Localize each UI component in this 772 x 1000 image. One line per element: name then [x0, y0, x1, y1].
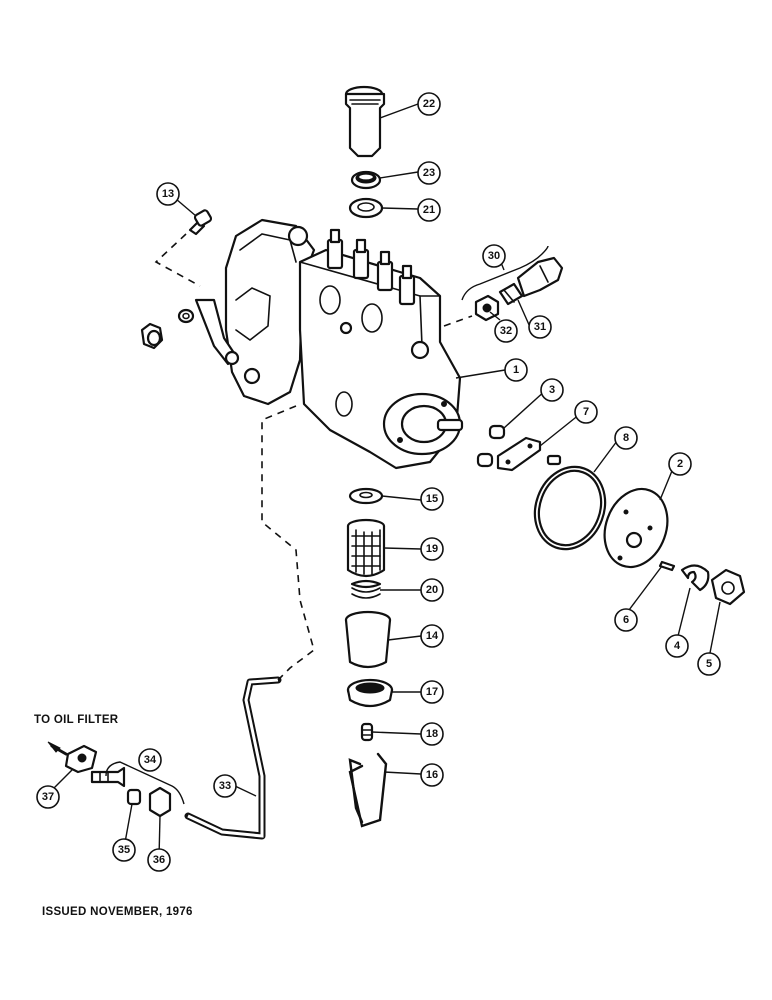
callout-30: 30 [482, 244, 506, 268]
svg-text:19: 19 [426, 543, 438, 555]
svg-text:33: 33 [219, 780, 231, 792]
part-14-sediment-bowl [344, 610, 392, 669]
svg-text:7: 7 [583, 406, 589, 418]
part-34-connector [90, 766, 126, 788]
callout-35: 35 [112, 838, 136, 862]
callout-36: 36 [147, 848, 171, 872]
part-31-fitting [498, 282, 524, 306]
callout-15: 15 [420, 487, 444, 511]
svg-text:4: 4 [674, 640, 681, 652]
callout-5: 5 [697, 652, 721, 676]
svg-text:18: 18 [426, 728, 438, 740]
dashed-line-33 [261, 405, 315, 681]
svg-text:20: 20 [426, 584, 438, 596]
callout-7: 7 [574, 400, 598, 424]
lever-washer [177, 308, 195, 324]
callout-33: 33 [213, 774, 237, 798]
svg-text:31: 31 [534, 321, 546, 333]
callout-6: 6 [614, 608, 638, 632]
svg-text:34: 34 [144, 754, 157, 766]
part-34-bracket [105, 761, 185, 805]
part-7-screw [546, 454, 562, 466]
svg-text:36: 36 [153, 854, 165, 866]
svg-text:17: 17 [426, 686, 438, 698]
svg-text:2: 2 [677, 458, 683, 470]
svg-text:1: 1 [513, 364, 519, 376]
svg-text:22: 22 [423, 98, 435, 110]
callout-22: 22 [417, 92, 441, 116]
part-16-bail [348, 752, 388, 828]
leader-lines [47, 103, 721, 859]
svg-text:3: 3 [549, 384, 555, 396]
callout-2: 2 [668, 452, 692, 476]
part-8-o-ring [533, 465, 607, 551]
dashed-line-32 [443, 315, 473, 327]
part-7-plate [496, 436, 542, 472]
svg-text:23: 23 [423, 167, 435, 179]
svg-text:14: 14 [426, 630, 439, 642]
part-5-nut [710, 568, 746, 606]
callout-23: 23 [417, 161, 441, 185]
issued-date-label: ISSUED NOVEMBER, 1976 [42, 906, 193, 918]
callout-3: 3 [540, 378, 564, 402]
svg-text:5: 5 [706, 658, 712, 670]
part-2-flange-plate [603, 487, 669, 569]
injection-pump-body [224, 218, 464, 470]
part-35-sleeve [126, 788, 142, 806]
part-23-seal-ring [350, 170, 382, 190]
callout-16: 16 [420, 763, 444, 787]
callout-32: 32 [494, 319, 518, 343]
svg-text:32: 32 [500, 325, 512, 337]
part-17-retaining-nut [346, 678, 394, 708]
part-15-washer [348, 487, 384, 505]
callout-17: 17 [420, 680, 444, 704]
svg-text:37: 37 [42, 791, 54, 803]
svg-text:15: 15 [426, 493, 438, 505]
part-19-filter-element [346, 518, 386, 578]
delivery-valve-holders [326, 228, 416, 306]
part-4-lock-washer [680, 564, 710, 592]
part-21-washer [348, 197, 384, 219]
part-13-screw [188, 209, 213, 236]
callout-31: 31 [528, 315, 552, 339]
callout-20: 20 [420, 578, 444, 602]
dashed-line-13 [154, 233, 201, 287]
callout-1: 1 [504, 358, 528, 382]
callout-21: 21 [417, 198, 441, 222]
to-oil-filter-label: TO OIL FILTER [34, 714, 119, 726]
svg-text:30: 30 [488, 250, 500, 262]
callout-37: 37 [36, 785, 60, 809]
svg-text:35: 35 [118, 844, 130, 856]
callout-4: 4 [665, 634, 689, 658]
part-18-screw [360, 722, 374, 742]
svg-text:13: 13 [162, 188, 174, 200]
callout-13: 13 [156, 182, 180, 206]
part-36-nut [148, 786, 172, 818]
part-6-key [658, 560, 676, 572]
throttle-lever [194, 298, 240, 366]
part-3b-bushing [476, 452, 494, 468]
part-30-banjo-fitting [516, 256, 564, 298]
part-20-spring [350, 579, 382, 599]
part-3-bushing [488, 424, 506, 440]
svg-text:8: 8 [623, 432, 629, 444]
callout-14: 14 [420, 624, 444, 648]
part-33-oil-tube [184, 676, 282, 840]
callout-8: 8 [614, 426, 638, 450]
lever-bolt [140, 322, 164, 350]
callout-18: 18 [420, 722, 444, 746]
callout-34: 34 [138, 748, 162, 772]
svg-text:21: 21 [423, 204, 435, 216]
svg-text:6: 6 [623, 614, 629, 626]
part-22-filler-cap [344, 85, 386, 158]
part-37-fitting [64, 744, 98, 774]
callout-19: 19 [420, 537, 444, 561]
svg-text:16: 16 [426, 769, 438, 781]
part-30-bracket [461, 245, 549, 301]
arrow-shaft [50, 744, 68, 756]
